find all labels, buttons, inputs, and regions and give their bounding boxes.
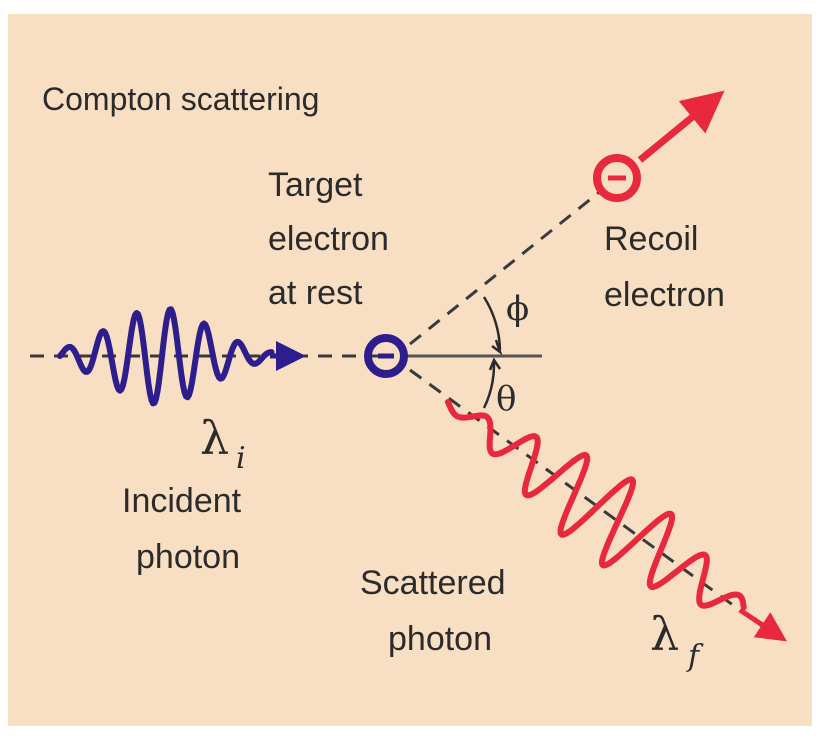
phi-angle-arc [482, 296, 502, 351]
phi-label: ϕ [506, 289, 529, 329]
scattered-photon-wave [445, 399, 747, 611]
phi-arrowhead [491, 339, 503, 356]
recoil-label-line1: Recoil [604, 220, 698, 258]
incident-wavelength-symbol: λ [200, 411, 229, 465]
incident-photon-wave [57, 306, 275, 407]
scattered-direction-line [409, 368, 771, 634]
incident-label-line1: Incident [122, 482, 242, 520]
diagram-title: Compton scattering [42, 81, 319, 117]
recoil-label-line2: electron [604, 276, 725, 314]
scattered-wavelength-subscript: f [686, 639, 704, 674]
recoil-direction-line [409, 188, 603, 346]
target-electron-icon [364, 334, 408, 378]
incident-wavelength-subscript: i [236, 441, 246, 476]
scattered-wavelength-symbol: λ [650, 607, 679, 661]
recoil-electron-arrow [637, 90, 725, 163]
scattered-photon-arrow [738, 607, 787, 642]
theta-angle-arc [482, 361, 496, 409]
target-label-line3: at rest [268, 274, 363, 312]
scattered-label-line1: Scattered [360, 564, 506, 602]
incident-label-line2: photon [136, 538, 240, 576]
target-label-line2: electron [268, 220, 389, 258]
scattered-label-line2: photon [388, 620, 492, 658]
theta-label: θ [496, 379, 516, 419]
theta-arrowhead [488, 357, 502, 371]
recoil-electron-icon [593, 154, 641, 202]
target-label-line1: Target [268, 166, 363, 204]
